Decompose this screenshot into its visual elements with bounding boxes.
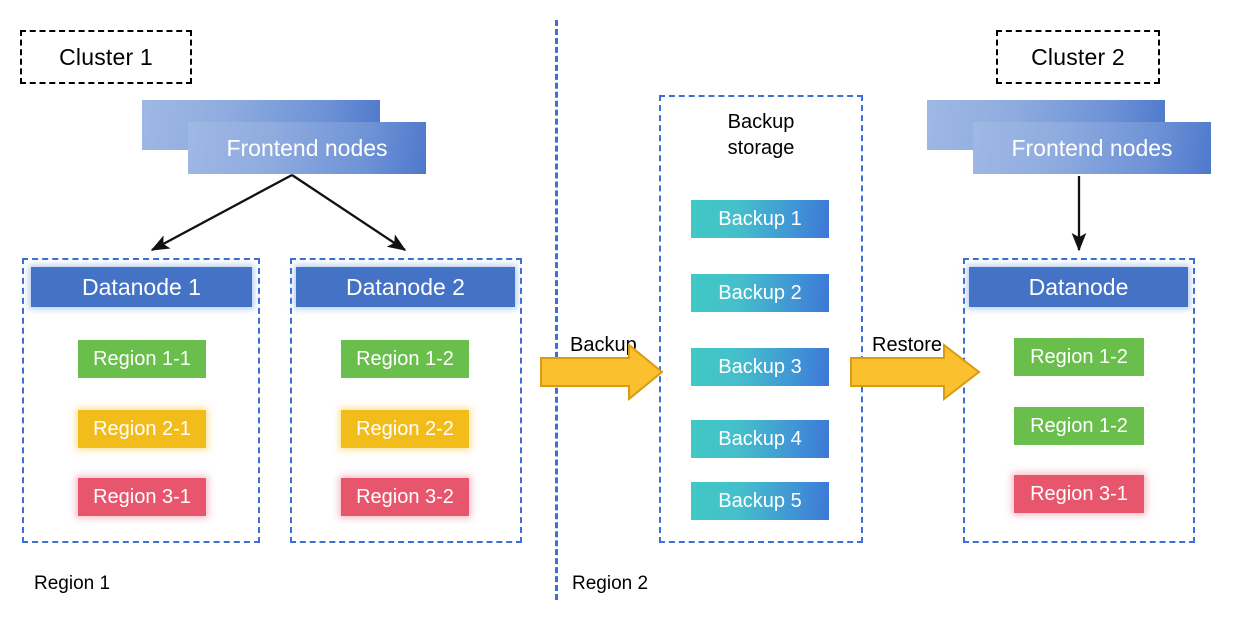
region-divider: [555, 20, 558, 600]
backup-chip-5-label: Backup 5: [718, 489, 802, 512]
datanode-2-title: Datanode 2: [346, 273, 465, 300]
region-chip-3-1-label: Region 3-1: [93, 485, 191, 508]
backup-chip-1: Backup 1: [691, 200, 829, 238]
cluster-label-1: Cluster 1: [20, 30, 192, 84]
datanode-3-title: Datanode: [1028, 273, 1129, 300]
datanode-1-title: Datanode 1: [82, 273, 201, 300]
region-chip-2-2-label: Region 2-2: [356, 417, 454, 440]
backup-chip-1-label: Backup 1: [718, 207, 802, 230]
backup-storage-container: [659, 95, 863, 543]
cluster-label-1-text: Cluster 1: [59, 43, 153, 70]
region-chip-c2-3-label: Region 3-1: [1030, 482, 1128, 505]
frontend-label-2: Frontend nodes: [1011, 134, 1173, 161]
connector-frontend-to-datanode-2: [291, 174, 407, 251]
region-chip-c2-3: Region 3-1: [1014, 475, 1144, 513]
frontend-card-front-1: Frontend nodes: [188, 122, 426, 174]
region-chip-1-2-label: Region 1-2: [356, 347, 454, 370]
region-chip-c2-2-label: Region 1-2: [1030, 414, 1128, 437]
region-chip-2-1: Region 2-1: [78, 410, 206, 448]
region-chip-1-2: Region 1-2: [341, 340, 469, 378]
region-chip-1-1-label: Region 1-1: [93, 347, 191, 370]
frontend-nodes-cluster2: Frontend nodes: [927, 100, 1217, 178]
backup-chip-2: Backup 2: [691, 274, 829, 312]
connector-frontend-to-datanode-1: [150, 173, 293, 252]
datanode-2-header: Datanode 2: [296, 267, 515, 307]
frontend-nodes-cluster1: Frontend nodes: [142, 100, 432, 178]
region-chip-2-2: Region 2-2: [341, 410, 469, 448]
region-chip-2-1-label: Region 2-1: [93, 417, 191, 440]
region-chip-c2-1-label: Region 1-2: [1030, 345, 1128, 368]
frontend-label-1: Frontend nodes: [226, 134, 388, 161]
backup-chip-3: Backup 3: [691, 348, 829, 386]
region-1-label: Region 1: [34, 573, 111, 594]
restore-arrow-label: Restore: [872, 334, 943, 356]
datanode-1-header: Datanode 1: [31, 267, 252, 307]
region-chip-3-1: Region 3-1: [78, 478, 206, 516]
backup-storage-title: Backup storage: [727, 111, 795, 159]
region-chip-3-2-label: Region 3-2: [356, 485, 454, 508]
datanode-3-header: Datanode: [969, 267, 1188, 307]
backup-chip-5: Backup 5: [691, 482, 829, 520]
region-2-label: Region 2: [572, 573, 649, 594]
cluster-label-2: Cluster 2: [996, 30, 1160, 84]
backup-chip-4-label: Backup 4: [718, 427, 802, 450]
region-chip-c2-2: Region 1-2: [1014, 407, 1144, 445]
frontend-card-front-2: Frontend nodes: [973, 122, 1211, 174]
cluster-label-2-text: Cluster 2: [1031, 43, 1125, 70]
backup-arrow-label: Backup: [570, 334, 637, 356]
backup-chip-2-label: Backup 2: [718, 281, 802, 304]
region-chip-1-1: Region 1-1: [78, 340, 206, 378]
region-chip-c2-1: Region 1-2: [1014, 338, 1144, 376]
backup-chip-4: Backup 4: [691, 420, 829, 458]
backup-chip-3-label: Backup 3: [718, 355, 802, 378]
region-chip-3-2: Region 3-2: [341, 478, 469, 516]
